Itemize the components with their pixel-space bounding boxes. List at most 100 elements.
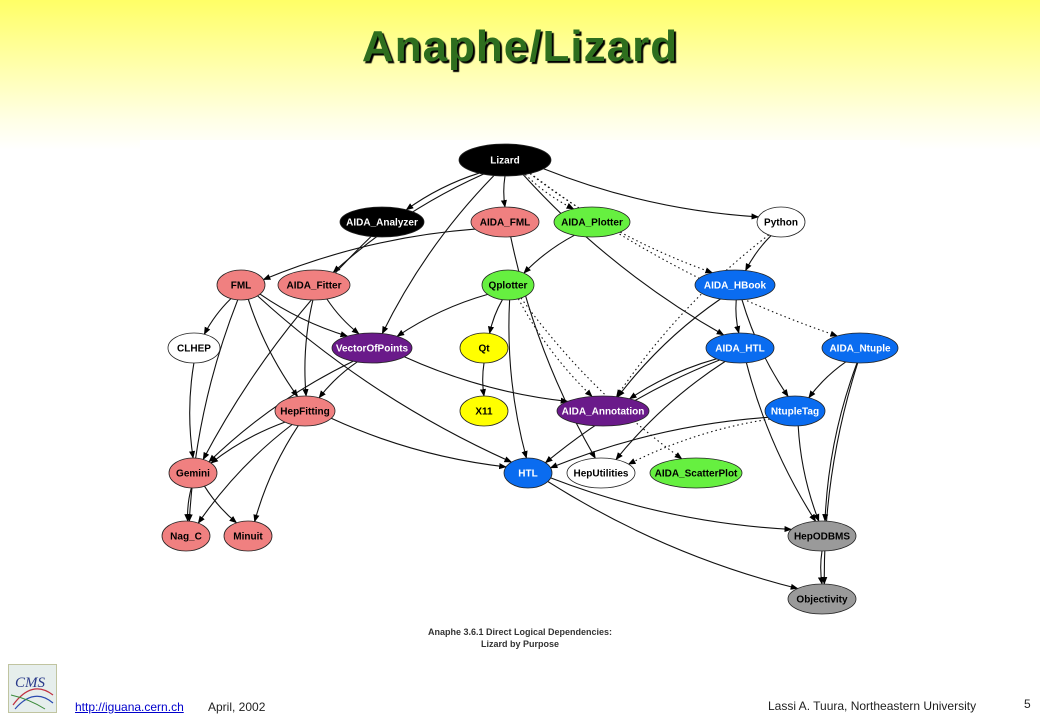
node-gemini: Gemini — [168, 457, 218, 489]
node-label-qplotter: Qplotter — [489, 281, 528, 292]
footer-author: Lassi A. Tuura, Northeastern University — [768, 699, 977, 713]
edge-htl-to-objectivity — [547, 481, 799, 590]
node-shape-aida_plotter — [553, 206, 631, 238]
node-python: Python — [756, 206, 806, 238]
edge-lizard-to-aida_fml — [500, 175, 507, 208]
cms-logo: CMS — [8, 664, 57, 713]
slide-title: Anaphe/Lizard — [361, 22, 679, 71]
edge-aida_fml-to-fml — [262, 228, 476, 281]
node-aida_htl: AIDA_HTL — [705, 332, 775, 364]
edge-hepfitting-to-htl — [330, 417, 507, 470]
edge-htl-to-hepodbms — [550, 477, 793, 533]
node-shape-aida_htl — [705, 332, 775, 364]
node-label-fml: FML — [231, 281, 252, 292]
edge-aida_ntuple-to-ntupletag — [808, 361, 847, 399]
edge-aida_analyzer-to-gemini — [202, 236, 372, 461]
edge-lizard-to-aida_plotter — [524, 174, 575, 210]
node-hepodbms: HepODBMS — [787, 520, 857, 552]
node-label-heputilities: HepUtilities — [573, 469, 628, 480]
node-lizard: Lizard — [458, 143, 552, 177]
node-nag_c: Nag_C — [161, 520, 211, 552]
edge-fml-to-nag_c — [186, 299, 239, 522]
node-objectivity: Objectivity — [787, 583, 857, 615]
edge-hepfitting-to-nag_c — [197, 424, 293, 524]
edge-ntupletag-to-htl — [549, 416, 768, 469]
node-aida_annotation: AIDA_Annotation — [556, 395, 650, 427]
node-shape-gemini — [168, 457, 218, 489]
node-hepfitting: HepFitting — [274, 395, 336, 427]
edge-clhep-to-gemini — [189, 362, 196, 459]
node-label-aida_fml: AIDA_FML — [480, 218, 531, 229]
node-label-hepfitting: HepFitting — [280, 407, 329, 418]
node-shape-hepodbms — [787, 520, 857, 552]
logo-text: CMS — [15, 675, 46, 691]
edge-fml-to-clhep — [203, 298, 232, 335]
node-shape-htl — [503, 457, 553, 489]
node-aida_ntuple: AIDA_Ntuple — [821, 332, 899, 364]
edge-lizard-to-aida_ntuple — [529, 172, 839, 337]
node-qt: Qt — [459, 332, 509, 364]
node-shape-objectivity — [787, 583, 857, 615]
node-shape-heputilities — [566, 457, 636, 489]
edge-aida_hbook-to-aida_annotation — [617, 298, 721, 398]
node-label-aida_plotter: AIDA_Plotter — [561, 218, 623, 229]
edge-gemini-to-nag_c — [184, 487, 192, 522]
node-shape-python — [756, 206, 806, 238]
node-qplotter: Qplotter — [481, 269, 535, 301]
node-shape-vectorofpoints — [331, 332, 413, 364]
edge-aida_htl-to-aida_annotation — [628, 358, 717, 400]
node-aida_plotter: AIDA_Plotter — [553, 206, 631, 238]
node-label-aida_htl: AIDA_HTL — [715, 344, 764, 355]
node-shape-lizard — [458, 143, 552, 177]
diagram-caption-line2: Lizard by Purpose — [480, 639, 560, 649]
node-label-aida_scatterplot: AIDA_ScatterPlot — [655, 469, 738, 480]
footer-url-link[interactable]: http://iguana.cern.ch — [75, 700, 184, 714]
edges-layer — [184, 168, 859, 590]
node-shape-aida_fml — [470, 206, 540, 238]
edge-lizard-to-vectorofpoints — [381, 175, 495, 335]
footer-date: April, 2002 — [208, 700, 266, 714]
node-shape-aida_ntuple — [821, 332, 899, 364]
edge-qplotter-to-qt — [487, 299, 503, 335]
node-label-gemini: Gemini — [176, 469, 210, 480]
node-label-aida_fitter: AIDA_Fitter — [286, 281, 341, 292]
edge-hepfitting-to-minuit — [253, 425, 299, 523]
edge-vectorofpoints-to-aida_annotation — [404, 356, 569, 404]
node-shape-aida_hbook — [694, 269, 776, 301]
node-label-python: Python — [764, 218, 798, 229]
node-aida_hbook: AIDA_HBook — [694, 269, 776, 301]
node-x11: X11 — [459, 395, 509, 427]
node-label-objectivity: Objectivity — [796, 595, 848, 606]
edge-aida_ntuple-to-objectivity — [821, 362, 859, 585]
edge-ntupletag-to-hepodbms — [797, 425, 820, 522]
node-aida_analyzer: AIDA_Analyzer — [339, 206, 425, 238]
edge-aida_fitter-to-vectorofpoints — [326, 298, 360, 335]
edge-aida_plotter-to-qplotter — [523, 234, 575, 274]
node-ntupletag: NtupleTag — [764, 395, 826, 427]
edge-fml-to-vectorofpoints — [259, 293, 349, 338]
edge-python-to-aida_annotation — [616, 234, 770, 398]
node-minuit: Minuit — [223, 520, 273, 552]
edge-qt-to-x11 — [479, 362, 486, 397]
edge-aida_htl-to-hepodbms — [745, 362, 817, 522]
node-shape-qt — [459, 332, 509, 364]
node-shape-nag_c — [161, 520, 211, 552]
edge-aida_hbook-to-aida_htl — [734, 299, 741, 334]
node-shape-aida_scatterplot — [649, 457, 743, 489]
edge-python-to-aida_hbook — [745, 235, 772, 272]
edge-ntupletag-to-heputilities — [627, 418, 770, 465]
node-shape-fml — [216, 269, 266, 301]
node-heputilities: HepUtilities — [566, 457, 636, 489]
node-label-minuit: Minuit — [233, 532, 263, 543]
edge-lizard-to-python — [543, 168, 760, 220]
node-aida_scatterplot: AIDA_ScatterPlot — [649, 457, 743, 489]
node-shape-aida_annotation — [556, 395, 650, 427]
node-label-aida_hbook: AIDA_HBook — [704, 281, 767, 292]
node-label-aida_annotation: AIDA_Annotation — [562, 407, 645, 418]
node-label-aida_analyzer: AIDA_Analyzer — [346, 218, 418, 229]
node-shape-clhep — [167, 332, 221, 364]
node-label-clhep: CLHEP — [177, 344, 211, 355]
node-label-nag_c: Nag_C — [170, 532, 202, 543]
